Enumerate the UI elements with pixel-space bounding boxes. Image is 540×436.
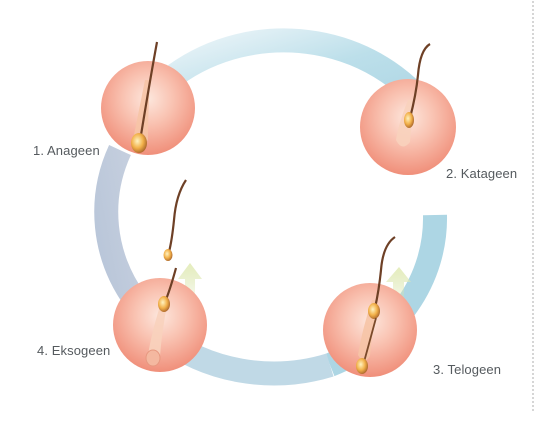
stage-label-exogen: 4. Eksogeen <box>37 343 111 358</box>
ring-arc-left <box>94 144 145 307</box>
hair-shaft <box>139 41 159 136</box>
stage-label-catagen: 2. Katageen <box>446 166 518 181</box>
old-hair-shaft <box>373 236 396 309</box>
stage-anagen-illustration <box>101 41 195 155</box>
growth-arrow <box>178 263 202 297</box>
empty-follicle-base <box>145 349 161 367</box>
follicle <box>133 80 150 145</box>
stage-telogen-illustration <box>323 236 417 377</box>
page-edge-dotted-line <box>532 0 534 412</box>
stage-catagen-illustration <box>360 43 456 175</box>
growth-arrow <box>386 267 411 300</box>
shed-hair-bulb <box>163 249 173 261</box>
stage-exogen-illustration <box>113 179 207 372</box>
follicle <box>148 300 168 362</box>
new-hair-bulb <box>158 296 170 312</box>
old-hair-bulb <box>368 303 380 319</box>
stage-label-telogen: 3. Telogeen <box>433 362 502 377</box>
hair-shaft <box>408 43 431 119</box>
shed-hair-shaft <box>167 179 187 253</box>
stage-label-anagen: 1. Anageen <box>33 143 100 158</box>
hair-bulb <box>404 112 414 128</box>
hair-bulb <box>131 133 147 153</box>
new-hair-bulb <box>356 358 368 374</box>
new-hair-shaft <box>363 317 377 363</box>
